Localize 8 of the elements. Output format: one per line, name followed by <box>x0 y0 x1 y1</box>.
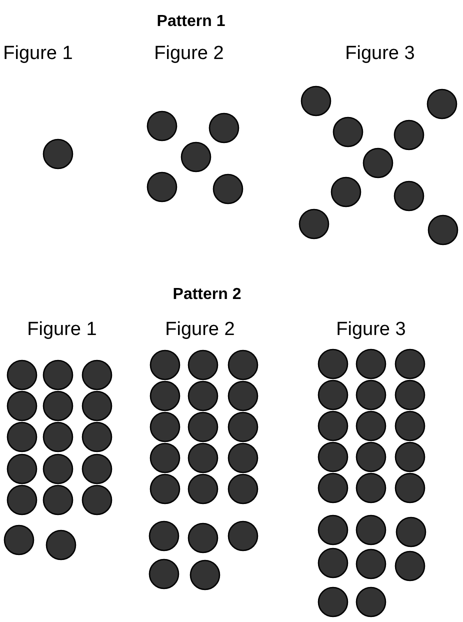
figure-label: Figure 3 <box>345 43 415 65</box>
figure-label: Figure 3 <box>336 319 406 341</box>
figure-label: Figure 2 <box>165 319 235 341</box>
pattern-heading: Pattern 1 <box>156 13 226 31</box>
pattern-heading: Pattern 2 <box>172 286 242 304</box>
figure-label: Figure 1 <box>3 43 73 65</box>
figure-label: Figure 1 <box>27 319 97 341</box>
figure-label: Figure 2 <box>154 43 224 65</box>
